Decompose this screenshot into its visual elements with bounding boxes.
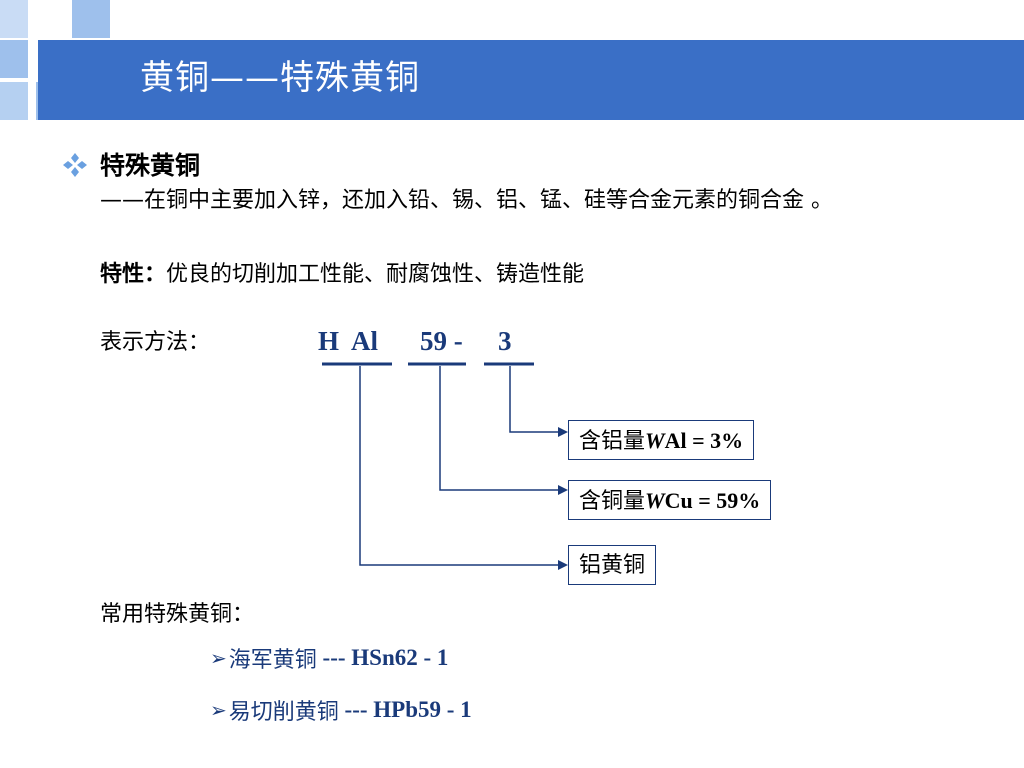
decor-square	[0, 82, 28, 120]
common-brass-label: 常用特殊黄铜：	[100, 602, 255, 627]
designation-part-2: 59 -	[420, 326, 463, 356]
alloy-type-box: 铝黄铜	[568, 545, 657, 585]
decor-square	[0, 0, 28, 38]
copper-content-box: 含铜量WCu = 59%	[568, 480, 772, 520]
aluminum-content-box: 含铝量WAl = 3%	[568, 420, 755, 460]
property-line: 特性：优良的切削加工性能、耐腐蚀性、铸造性能	[100, 256, 584, 288]
designation-part-1: H Al	[318, 326, 379, 356]
property-text: 优良的切削加工性能、耐腐蚀性、铸造性能	[166, 262, 585, 287]
decor-square	[72, 0, 110, 38]
arrow-bullet-icon: ➢	[210, 646, 227, 670]
decor-square	[0, 40, 28, 78]
method-label: 表示方法：	[100, 330, 211, 355]
list-item: ➢ 海军黄铜 --- HSn62 - 1	[210, 645, 449, 673]
property-label: 特性：	[100, 262, 167, 287]
arrow-bullet-icon: ➢	[210, 698, 227, 722]
list-item: ➢ 易切削黄铜 --- HPb59 - 1	[210, 697, 472, 725]
diamond-bullet-icon	[63, 153, 87, 177]
description-text: ——在铜中主要加入锌，还加入铅、锡、铝、锰、硅等合金元素的铜合金 。	[100, 188, 833, 213]
title-banner	[38, 40, 1024, 120]
section-heading: 特殊黄铜	[100, 151, 201, 180]
designation-part-3: 3	[498, 326, 512, 356]
page-title: 黄铜——特殊黄铜	[140, 58, 420, 98]
